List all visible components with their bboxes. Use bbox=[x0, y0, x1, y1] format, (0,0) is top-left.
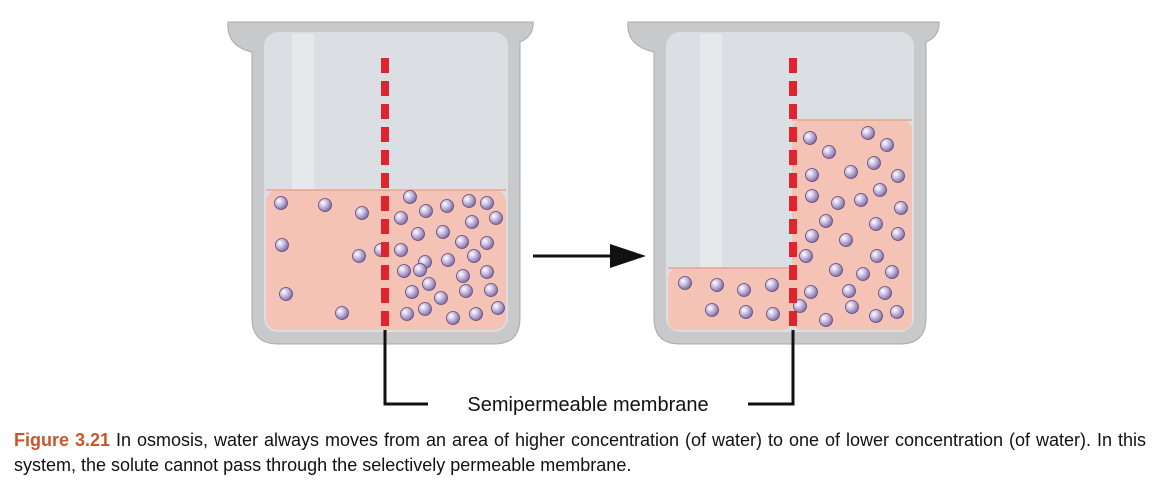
after-solute-particle bbox=[805, 189, 819, 203]
before-solute-particle bbox=[434, 291, 448, 305]
after-solute-particle bbox=[894, 201, 908, 215]
before-solute-particle bbox=[441, 253, 455, 267]
before-solute-particle bbox=[480, 265, 494, 279]
before-solute-particle bbox=[489, 211, 503, 225]
before-solute-particle bbox=[484, 283, 498, 297]
after-solute-particle bbox=[831, 196, 845, 210]
before-solute-particle bbox=[465, 215, 479, 229]
after-solute-particle bbox=[891, 169, 905, 183]
beaker-after-solution-left bbox=[668, 268, 792, 330]
after-solute-particle bbox=[869, 217, 883, 231]
after-solute-particle bbox=[878, 286, 892, 300]
membrane-callout: Semipermeable membrane bbox=[383, 330, 795, 416]
caption-text: In osmosis, water always moves from an a… bbox=[14, 430, 1146, 475]
before-solute-particle bbox=[418, 302, 432, 316]
before-solute-particle bbox=[413, 263, 427, 277]
after-solute-particle bbox=[867, 156, 881, 170]
solute-particles-after bbox=[678, 126, 908, 327]
after-solute-particle bbox=[819, 214, 833, 228]
after-solute-particle bbox=[856, 267, 870, 281]
before-solute-particle bbox=[403, 190, 417, 204]
beaker-after bbox=[627, 21, 940, 345]
after-solute-particle bbox=[766, 307, 780, 321]
before-solute-particle bbox=[422, 277, 436, 291]
after-solute-particle bbox=[705, 303, 719, 317]
before-solute-particle bbox=[411, 227, 425, 241]
after-solute-particle bbox=[861, 126, 875, 140]
membrane-label: Semipermeable membrane bbox=[467, 394, 708, 416]
after-solute-particle bbox=[845, 300, 859, 314]
before-solute-particle bbox=[394, 243, 408, 257]
osmosis-diagram: Semipermeable membrane bbox=[227, 21, 940, 416]
beaker-after-shine bbox=[700, 34, 722, 324]
after-solute-particle bbox=[873, 183, 887, 197]
after-solute-particle bbox=[799, 249, 813, 263]
after-solute-particle bbox=[885, 265, 899, 279]
before-solute-particle bbox=[355, 206, 369, 220]
before-solute-particle bbox=[491, 301, 505, 315]
before-solute-particle bbox=[467, 249, 481, 263]
before-solute-particle bbox=[275, 238, 289, 252]
after-solute-particle bbox=[805, 229, 819, 243]
before-solute-particle bbox=[419, 204, 433, 218]
before-solute-particle bbox=[279, 287, 293, 301]
after-solute-particle bbox=[710, 278, 724, 292]
before-solute-particle bbox=[462, 194, 476, 208]
before-solute-particle bbox=[446, 311, 460, 325]
figure-caption: Figure 3.21 In osmosis, water always mov… bbox=[14, 428, 1146, 478]
before-solute-particle bbox=[455, 235, 469, 249]
before-solute-particle bbox=[397, 264, 411, 278]
before-solute-particle bbox=[318, 198, 332, 212]
after-solute-particle bbox=[819, 313, 833, 327]
before-solute-particle bbox=[480, 196, 494, 210]
after-solute-particle bbox=[854, 193, 868, 207]
after-solute-particle bbox=[890, 305, 904, 319]
after-solute-particle bbox=[829, 263, 843, 277]
before-solute-particle bbox=[480, 236, 494, 250]
after-solute-particle bbox=[822, 145, 836, 159]
before-solute-particle bbox=[352, 249, 366, 263]
after-solute-particle bbox=[803, 131, 817, 145]
after-solute-particle bbox=[678, 276, 692, 290]
beaker-before bbox=[227, 21, 534, 345]
before-solute-particle bbox=[469, 307, 483, 321]
process-arrow bbox=[533, 244, 646, 268]
before-solute-particle bbox=[440, 199, 454, 213]
after-solute-particle bbox=[839, 233, 853, 247]
after-solute-particle bbox=[891, 227, 905, 241]
before-solute-particle bbox=[436, 225, 450, 239]
before-solute-particle bbox=[456, 269, 470, 283]
before-solute-particle bbox=[274, 196, 288, 210]
before-solute-particle bbox=[394, 211, 408, 225]
after-solute-particle bbox=[739, 305, 753, 319]
before-solute-particle bbox=[400, 307, 414, 321]
before-solute-particle bbox=[405, 285, 419, 299]
solute-particles-before bbox=[274, 190, 505, 325]
after-solute-particle bbox=[842, 284, 856, 298]
figure-label: Figure 3.21 bbox=[14, 430, 111, 450]
after-solute-particle bbox=[880, 138, 894, 152]
after-solute-particle bbox=[804, 285, 818, 299]
after-solute-particle bbox=[870, 249, 884, 263]
beaker-after-solution-right bbox=[792, 120, 912, 330]
after-solute-particle bbox=[844, 165, 858, 179]
before-solute-particle bbox=[459, 284, 473, 298]
after-solute-particle bbox=[737, 283, 751, 297]
after-solute-particle bbox=[805, 168, 819, 182]
after-solute-particle bbox=[869, 309, 883, 323]
after-solute-particle bbox=[765, 278, 779, 292]
before-solute-particle bbox=[335, 306, 349, 320]
